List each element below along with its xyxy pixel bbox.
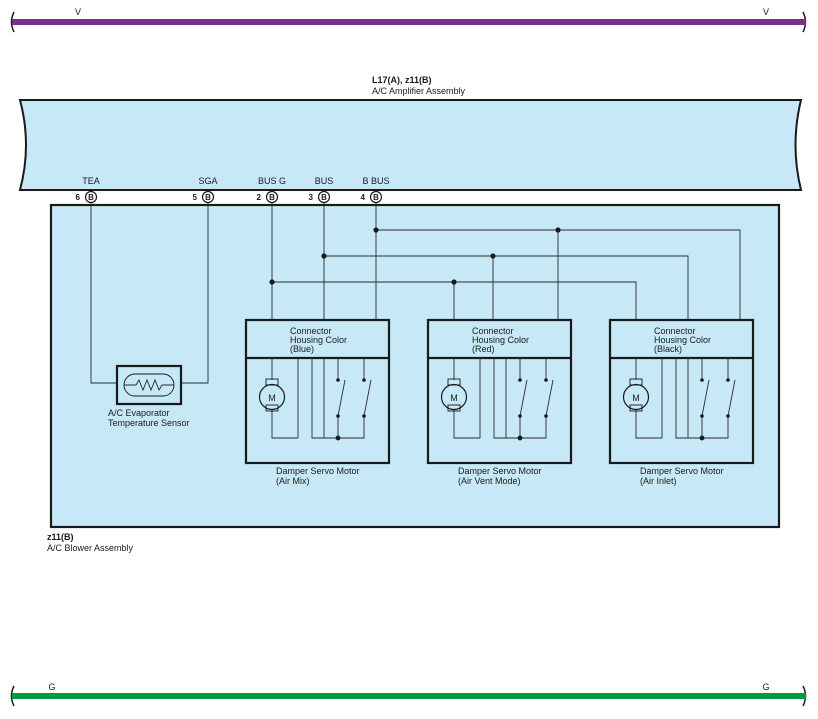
terminal-pin: 5 [193,193,198,202]
connector-label-line2: Housing Color [290,335,347,345]
terminal-bus-g: BUS G 2 B [257,176,286,204]
terminal-conn: B [373,193,379,202]
connector-label-line2: Housing Color [654,335,711,345]
resistor-icon [124,378,174,392]
amplifier-body [18,99,803,191]
terminal-connector-icon [369,190,383,204]
connector-color-label: (Red) [472,344,495,354]
wire-b-bus-run [376,229,741,320]
wire-bus-run [324,255,689,320]
svg-text:M: M [632,393,640,403]
terminal-b-bus: B BUS 4 B [361,176,390,204]
terminal-pin: 2 [257,193,262,202]
terminal-pin: 3 [309,193,314,202]
connector-label-line1: Connector [290,326,332,336]
connector-label-line2: Housing Color [472,335,529,345]
terminal-connector-icon [265,190,279,204]
wire-sga [181,203,209,384]
amplifier-assembly: L17(A), z11(B) A/C Amplifier Assembly [18,75,803,191]
motor-icon [258,383,286,411]
sensor-box [115,364,183,406]
wire-tea [90,203,118,384]
connector-color-label: (Black) [654,344,682,354]
terminal-conn: B [321,193,327,202]
splice-dot [373,227,379,233]
damper-servo-motor-air-inlet: Connector Housing Color (Black) M Damper… [608,318,755,486]
bus-label-right: G [762,682,769,692]
motor-box [426,318,573,465]
terminal-name: BUS [315,176,334,186]
evaporator-temperature-sensor: A/C Evaporator Temperature Sensor [108,364,190,428]
bus-label-right: V [763,7,769,17]
splice-dot [490,253,496,259]
bus-label-left: G [48,682,55,692]
connector-color-label: (Blue) [290,344,314,354]
ground-bus-bottom: G G [10,682,807,707]
blower-name: A/C Blower Assembly [47,543,134,553]
motor-function: (Air Inlet) [640,476,677,486]
terminal-connector-icon [84,190,98,204]
motor-name: Damper Servo Motor [276,466,360,476]
motor-name: Damper Servo Motor [458,466,542,476]
motor-box [608,318,755,465]
splice-dot [451,279,457,285]
connector-label-line1: Connector [472,326,514,336]
terminal-name: SGA [198,176,217,186]
motor-function: (Air Vent Mode) [458,476,521,486]
blower-connector-code: z11(B) [47,532,74,542]
wiring [90,203,741,384]
terminal-conn: B [88,193,94,202]
sensor-label-line2: Temperature Sensor [108,418,190,428]
terminal-pin: 6 [76,193,81,202]
terminal-pin: 4 [361,193,366,202]
amplifier-connector-code: L17(A), z11(B) [372,75,432,85]
terminal-connector-icon [317,190,331,204]
damper-servo-motor-air-mix: Connector Housing Color (Blue) M Damper … [244,318,391,486]
connector-label-line1: Connector [654,326,696,336]
terminal-name: B BUS [362,176,389,186]
splice-dot [555,227,561,233]
terminal-name: TEA [82,176,100,186]
amplifier-name: A/C Amplifier Assembly [372,86,466,96]
damper-servo-motor-air-vent-mode: Connector Housing Color (Red) M Damper S… [426,318,573,486]
wire-bus-g-run [272,281,637,320]
terminal-conn: B [205,193,211,202]
terminal-bus: BUS 3 B [309,176,334,204]
terminal-sga: SGA 5 B [193,176,218,204]
terminal-name: BUS G [258,176,286,186]
motor-icon [622,383,650,411]
motor-function: (Air Mix) [276,476,310,486]
motor-name: Damper Servo Motor [640,466,724,476]
terminal-conn: B [269,193,275,202]
terminal-connector-icon [201,190,215,204]
svg-text:M: M [268,393,276,403]
terminal-tea: TEA 6 B [76,176,100,204]
motor-icon [440,383,468,411]
splice-dot [269,279,275,285]
splice-dot [321,253,327,259]
power-bus-top: V V [10,7,807,33]
bus-label-left: V [75,7,81,17]
svg-text:M: M [450,393,458,403]
motor-box [244,318,391,465]
sensor-label-line1: A/C Evaporator [108,408,170,418]
